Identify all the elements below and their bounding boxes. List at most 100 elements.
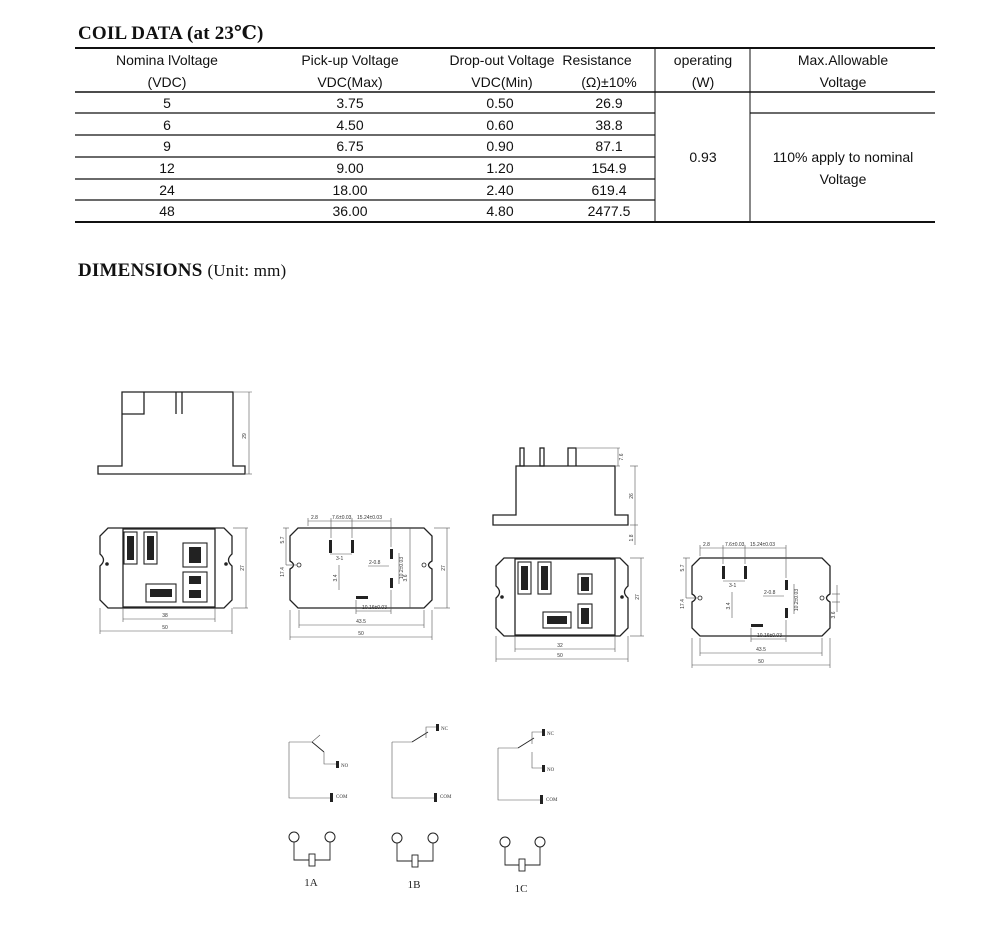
header-resistance-l1: Resistance xyxy=(562,52,631,68)
header-voltage-l1: Nomina lVoltage xyxy=(116,52,218,68)
cell-resistance: 26.9 xyxy=(595,95,622,111)
dim-width-b: 27 xyxy=(635,594,641,600)
dim-pin-10-16-c: 10.16±0.03 xyxy=(757,633,782,639)
header-max-l2: Voltage xyxy=(820,74,867,90)
wiring-diagram-1c: NC NO COM 1C xyxy=(497,729,558,895)
dimensions-unit: (Unit: mm) xyxy=(207,261,287,280)
contact-no-label: NO xyxy=(341,764,349,769)
dim-height-b-base: 1.8 xyxy=(629,534,635,541)
dim-pin-3-6: 3.6 xyxy=(403,574,409,581)
dim-pin-2-0-8: 2-0.8 xyxy=(369,560,381,566)
dim-length-b: 50 xyxy=(557,653,563,659)
dim-pin-2-8: 2.8 xyxy=(311,515,318,521)
header-dropout-l1: Drop-out Voltage xyxy=(449,52,554,68)
dim-pin-7-6: 7.6±0.03 xyxy=(332,515,352,521)
dimensions-title: DIMENSIONS (Unit: mm) xyxy=(78,260,286,282)
cell-voltage: 6 xyxy=(163,117,171,133)
dim-pin-3-6-c: 3.6 xyxy=(831,611,837,618)
header-resistance-l2: (Ω)±10% xyxy=(581,74,637,90)
coil-data-table: Nomina lVoltage (VDC) Pick-up Voltage VD… xyxy=(75,47,935,223)
dim-pin-height-a: 27 xyxy=(441,565,447,571)
dim-pin-10-16: 10.16±0.03 xyxy=(362,605,387,611)
dim-pin-3-4-c: 3.4 xyxy=(726,602,732,609)
cell-resistance: 619.4 xyxy=(591,182,626,198)
contact-no-label-c: NO xyxy=(547,768,555,773)
table-row: 9 6.75 0.90 87.1 xyxy=(163,138,623,154)
cell-dropout: 4.80 xyxy=(486,203,513,219)
cell-max-allowable-l1: 110% apply to nominal xyxy=(773,149,914,165)
dim-pitch-b: 32 xyxy=(557,643,563,649)
pcb-layout-a: 2.8 7.6±0.03 15.24±0.03 5.7 17.4 3-1 3.4… xyxy=(280,515,450,640)
dim-pin-10-2-c: 10.2±0.03 xyxy=(794,589,800,611)
table-header: Nomina lVoltage (VDC) Pick-up Voltage VD… xyxy=(116,52,888,90)
relay-top-view-c: 27 32 50 xyxy=(495,557,644,662)
dim-pin-2-8-c: 2.8 xyxy=(703,542,710,548)
cell-pickup: 4.50 xyxy=(336,117,363,133)
cell-pickup: 9.00 xyxy=(336,160,363,176)
dim-pitch-a: 38 xyxy=(162,613,168,619)
cell-resistance: 154.9 xyxy=(591,160,626,176)
dim-pin-7-6-c: 7.6±0.03 xyxy=(725,542,745,548)
dim-height-b-top: 7.6 xyxy=(619,453,625,460)
dim-pin-5-7-c: 5.7 xyxy=(680,564,686,571)
cell-resistance: 38.8 xyxy=(595,117,622,133)
dim-height-b: 26 xyxy=(629,493,635,499)
dim-pin-3-4: 3.4 xyxy=(333,574,339,581)
cell-max-allowable-l2: Voltage xyxy=(820,171,867,187)
cell-resistance: 87.1 xyxy=(595,138,622,154)
wiring-diagram-1a: NO COM 1A xyxy=(288,734,349,889)
dim-width-a: 27 xyxy=(240,565,246,571)
table-row: 6 4.50 0.60 38.8 xyxy=(163,117,623,133)
form-1c-label: 1C xyxy=(515,883,528,895)
header-dropout-l2: VDC(Min) xyxy=(471,74,532,90)
table-row: 12 9.00 1.20 154.9 xyxy=(159,160,627,176)
dim-pin-15-24: 15.24±0.03 xyxy=(357,515,382,521)
contact-com-label: COM xyxy=(336,795,348,800)
cell-dropout: 1.20 xyxy=(486,160,513,176)
dim-pin-43-5: 43.5 xyxy=(356,619,366,625)
pcb-layout-c: 2.8 7.6±0.03 15.24±0.03 5.7 17.4 3-1 3.4… xyxy=(680,542,840,668)
table-row: 5 3.75 0.50 26.9 xyxy=(163,95,623,111)
wiring-diagram-1b: NC COM 1B xyxy=(391,724,452,891)
dim-pin-17-4: 17.4 xyxy=(280,567,286,577)
dim-pin-50: 50 xyxy=(358,631,364,637)
cell-pickup: 3.75 xyxy=(336,95,363,111)
header-operating-l2: (W) xyxy=(692,74,715,90)
cell-dropout: 0.60 xyxy=(486,117,513,133)
cell-dropout: 0.50 xyxy=(486,95,513,111)
relay-side-view-a: 29 xyxy=(97,391,252,475)
dim-pin-50-c: 50 xyxy=(758,659,764,665)
relay-top-view-a: 27 38 50 xyxy=(99,527,248,634)
cell-pickup: 18.00 xyxy=(332,182,367,198)
cell-voltage: 48 xyxy=(159,203,175,219)
dim-pin-3-1-c: 3-1 xyxy=(729,583,736,589)
cell-resistance: 2477.5 xyxy=(588,203,631,219)
contact-nc-label-c: NC xyxy=(547,732,555,737)
dim-height-a: 29 xyxy=(242,433,248,439)
cell-dropout: 0.90 xyxy=(486,138,513,154)
coil-data-title: COIL DATA (at 23℃) xyxy=(78,23,264,44)
dimensions-title-text: DIMENSIONS xyxy=(78,260,203,281)
dim-length-a: 50 xyxy=(162,625,168,631)
cell-voltage: 9 xyxy=(163,138,171,154)
header-operating-l1: operating xyxy=(674,52,732,68)
header-pickup-l1: Pick-up Voltage xyxy=(301,52,398,68)
dim-pin-17-4-c: 17.4 xyxy=(680,599,686,609)
table-row: 24 18.00 2.40 619.4 xyxy=(159,182,627,198)
cell-pickup: 6.75 xyxy=(336,138,363,154)
header-max-l1: Max.Allowable xyxy=(798,52,888,68)
cell-dropout: 2.40 xyxy=(486,182,513,198)
cell-voltage: 5 xyxy=(163,95,171,111)
cell-voltage: 24 xyxy=(159,182,175,198)
contact-com-label-c: COM xyxy=(546,798,558,803)
cell-voltage: 12 xyxy=(159,160,175,176)
form-1a-label: 1A xyxy=(304,877,318,889)
dim-pin-15-24-c: 15.24±0.03 xyxy=(750,542,775,548)
dim-pin-2-0-8-c: 2-0.8 xyxy=(764,590,776,596)
contact-com-label-b: COM xyxy=(440,795,452,800)
cell-operating-power: 0.93 xyxy=(689,149,716,165)
cell-pickup: 36.00 xyxy=(332,203,367,219)
dim-pin-10-2: 10.2±0.03 xyxy=(399,557,405,579)
table-row: 48 36.00 4.80 2477.5 xyxy=(159,203,630,219)
